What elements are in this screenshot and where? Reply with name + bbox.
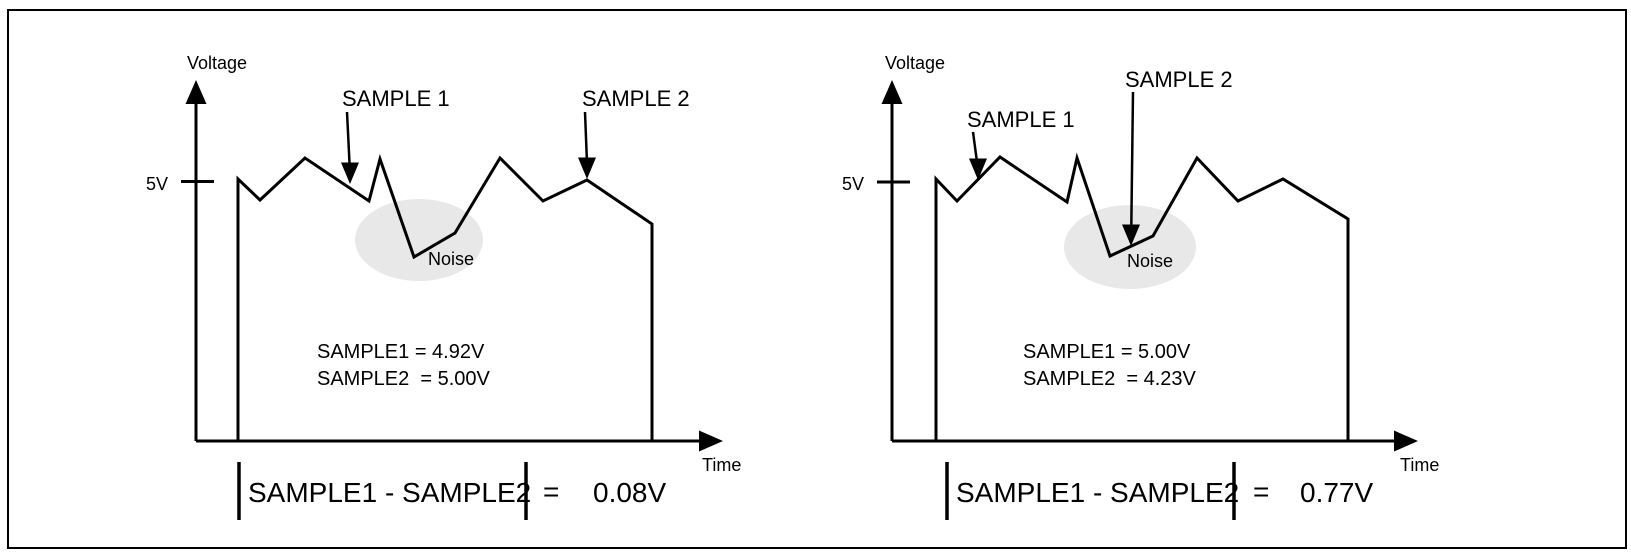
sample2-arrowhead-icon xyxy=(578,157,596,179)
figure-border xyxy=(7,9,1627,549)
time-axis-arrowhead-icon xyxy=(1394,430,1418,452)
time-axis-arrowhead-icon xyxy=(699,430,723,452)
sample1-arrowhead-icon xyxy=(341,162,359,184)
voltage-waveform xyxy=(934,152,1350,441)
panel-left: Voltage 5V Time SAMPLE 1 SAMPLE 2 Noise … xyxy=(146,53,741,520)
tick-5v-label: 5V xyxy=(146,174,168,194)
sample1-arrowhead-icon xyxy=(969,158,987,180)
sample1-value: SAMPLE1 = 4.92V xyxy=(317,341,485,363)
equation-equals: = xyxy=(543,476,559,507)
sample2-arrow-line xyxy=(1130,91,1135,228)
sample2-label: SAMPLE 2 xyxy=(582,86,690,111)
tick-5v-label: 5V xyxy=(842,174,864,194)
sample1-value: SAMPLE1 = 5.00V xyxy=(1023,341,1191,363)
equation-equals: = xyxy=(1253,476,1269,507)
panel-right: Voltage 5V Time SAMPLE 1 SAMPLE 2 Noise … xyxy=(842,53,1439,520)
voltage-axis-arrowhead-icon xyxy=(185,80,207,104)
equation-lhs: SAMPLE1 - SAMPLE2 xyxy=(956,477,1239,508)
voltage-waveform xyxy=(236,153,654,441)
sample1-arrow-line xyxy=(971,131,979,163)
sample2-value: SAMPLE2 = 5.00V xyxy=(317,368,491,390)
equation-lhs: SAMPLE1 - SAMPLE2 xyxy=(248,477,531,508)
voltage-axis-label: Voltage xyxy=(885,53,945,73)
time-axis-label: Time xyxy=(1400,455,1439,475)
noise-ellipse xyxy=(355,199,483,281)
equation-result: 0.77V xyxy=(1300,477,1373,508)
sample2-value: SAMPLE2 = 4.23V xyxy=(1023,368,1197,390)
noise-label: Noise xyxy=(428,249,474,269)
sample1-arrow-line xyxy=(345,111,351,164)
sample2-label: SAMPLE 2 xyxy=(1125,67,1233,92)
voltage-axis-label: Voltage xyxy=(187,53,247,73)
sample2-arrow-line xyxy=(583,111,589,159)
noise-label: Noise xyxy=(1127,251,1173,271)
sample2-arrowhead-icon xyxy=(1122,224,1140,246)
sample1-label: SAMPLE 1 xyxy=(967,107,1075,132)
voltage-axis-arrowhead-icon xyxy=(881,80,903,104)
time-axis-label: Time xyxy=(702,455,741,475)
sample1-label: SAMPLE 1 xyxy=(342,86,450,111)
equation-result: 0.08V xyxy=(593,477,666,508)
